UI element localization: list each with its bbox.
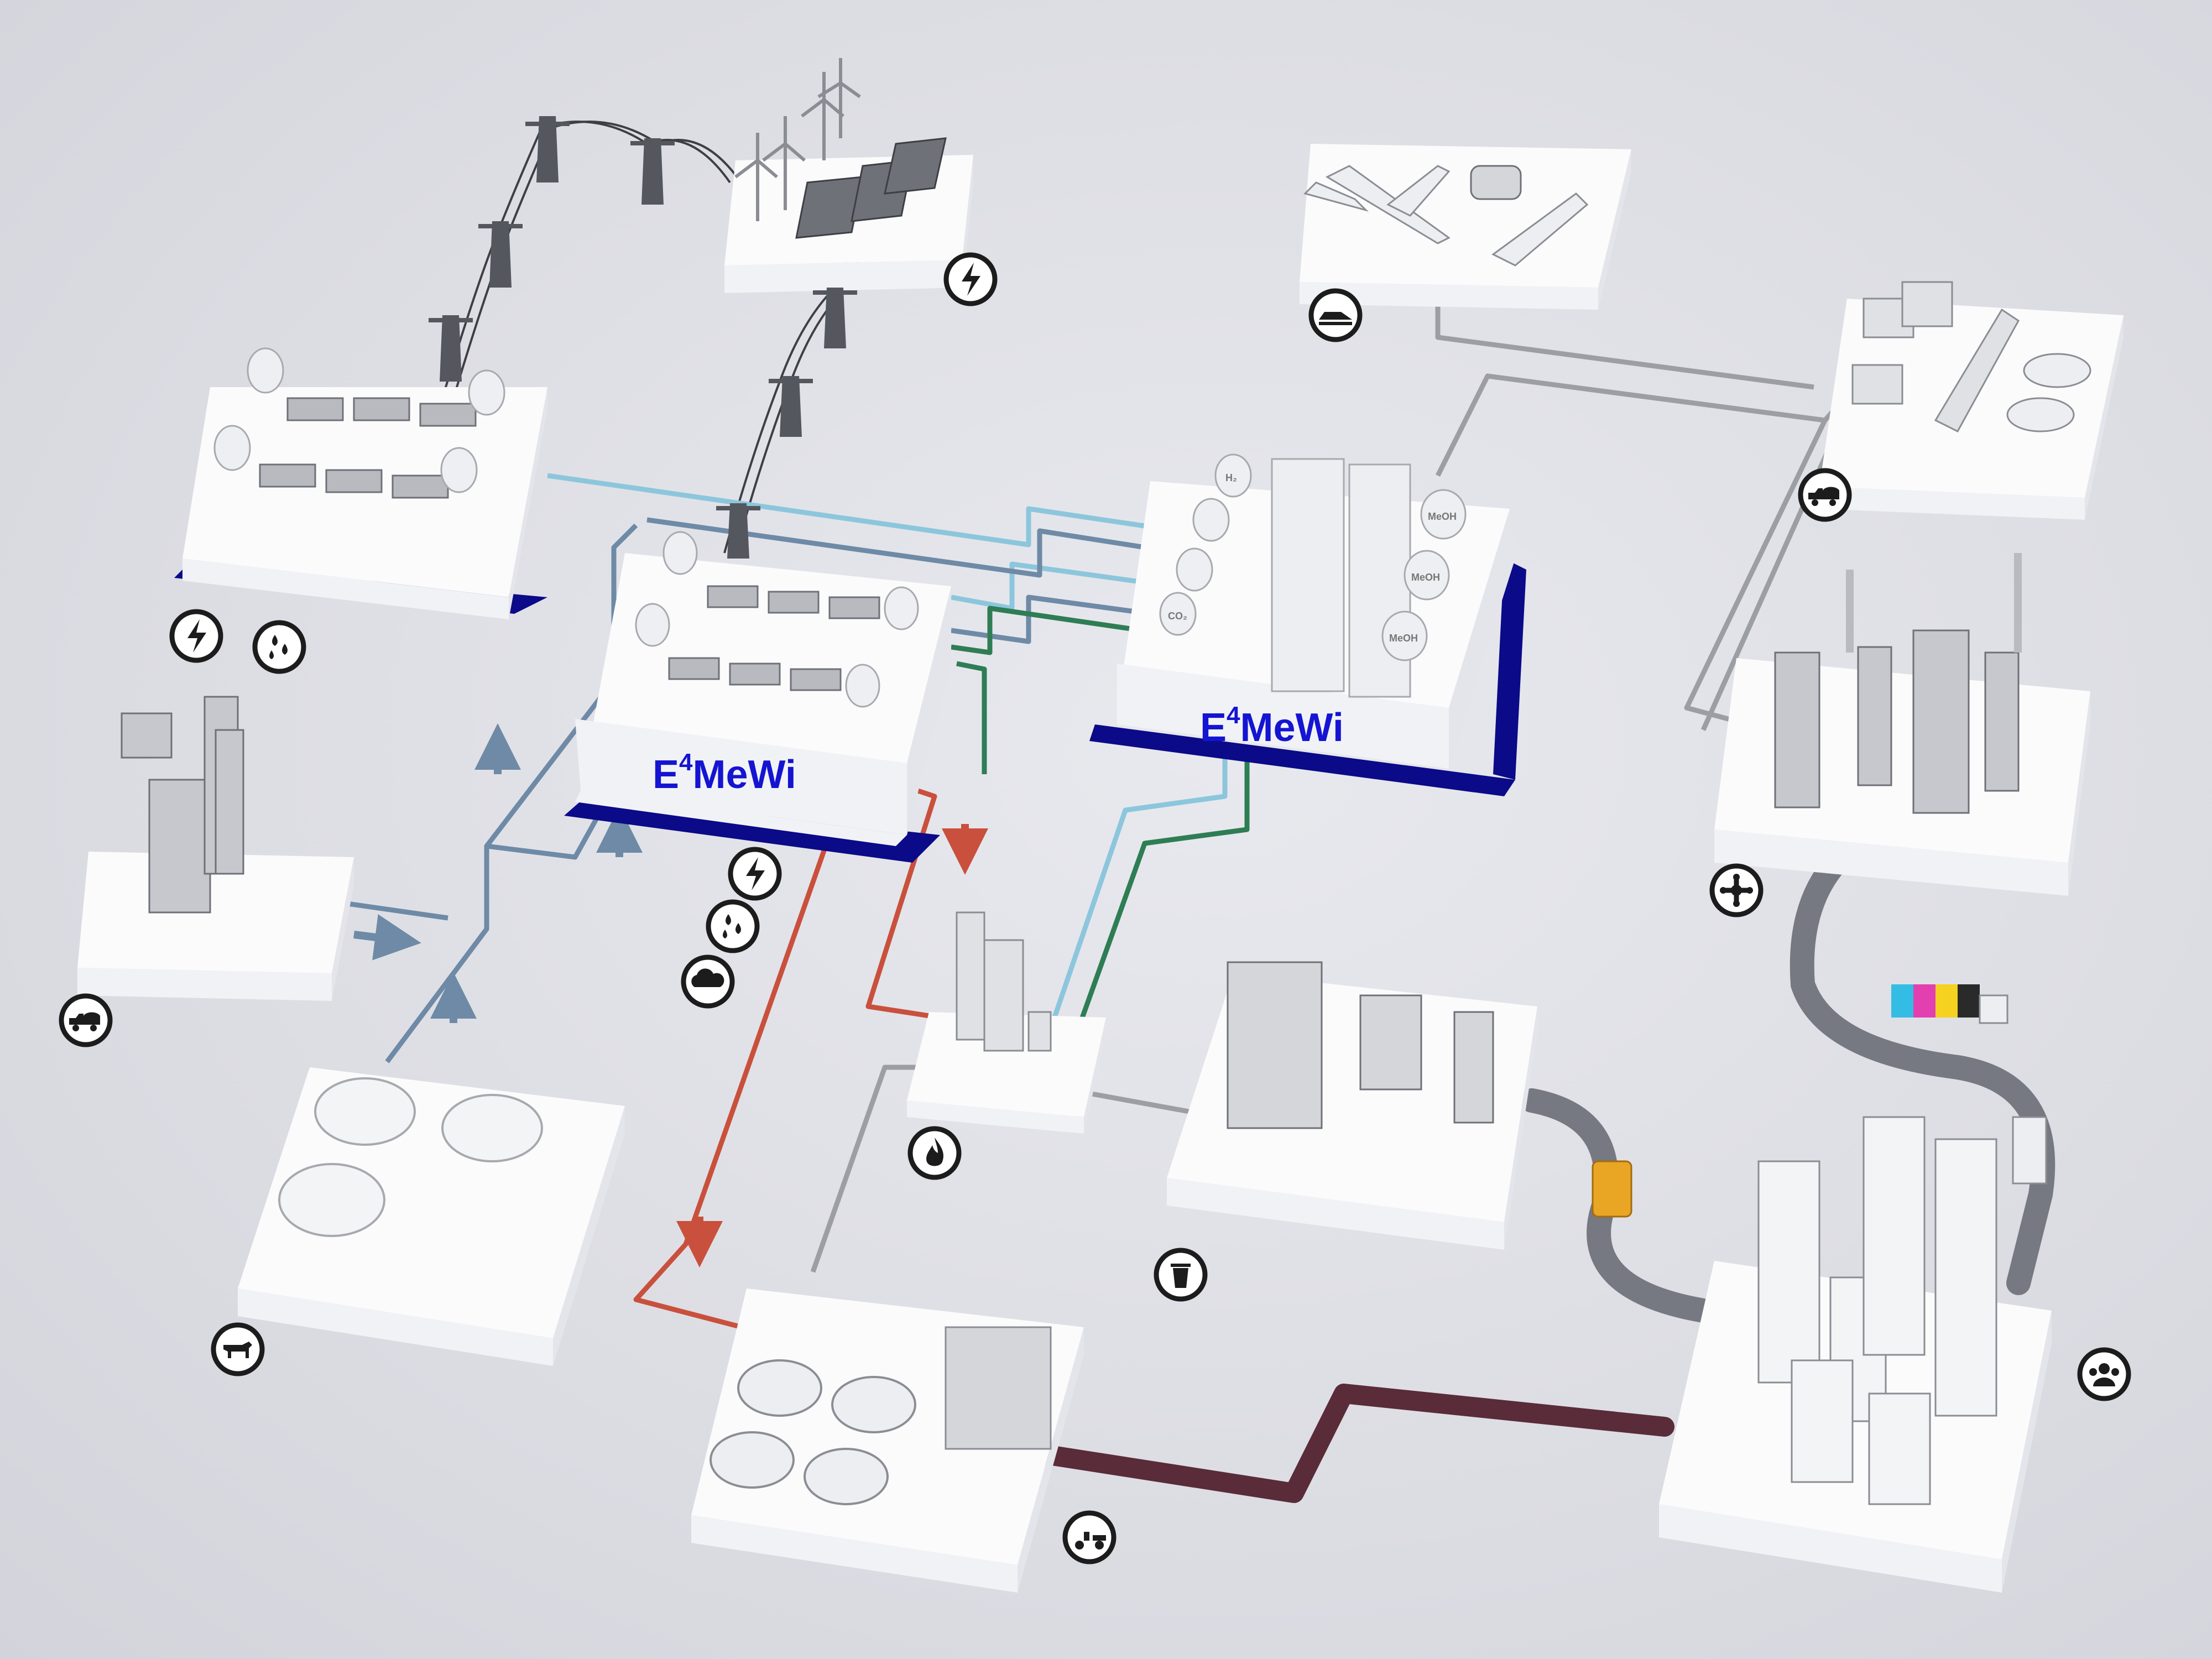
ship [1934, 308, 2020, 432]
tanks-center [635, 531, 919, 708]
waste-plant-buildings [1227, 961, 1494, 1129]
wind-turbines [734, 58, 861, 221]
power-pylons [429, 116, 857, 559]
city-platform [1659, 1116, 2052, 1593]
school-bus [1592, 1160, 1632, 1218]
heat-pipes [633, 782, 941, 1335]
hydrogen-pipes [547, 473, 1178, 611]
e4mewi-platform-center: E4MeWi [564, 531, 951, 863]
distillation-platform [907, 911, 1106, 1134]
electrolyser-stacks-center [668, 585, 880, 691]
distillation-towers [1774, 629, 2020, 814]
skyscrapers [1757, 1116, 1997, 1505]
delivery-truck [2012, 1116, 2047, 1185]
icon-power-left [169, 609, 223, 663]
clarifier-tanks [709, 1359, 916, 1505]
tanks-methanol [1159, 453, 1467, 661]
tankers [2006, 353, 2091, 432]
distillation-column [956, 911, 1052, 1052]
waste-plant-platform [1167, 961, 1537, 1250]
icon-power-renewables [943, 252, 998, 306]
h2-tanks-left [213, 347, 505, 493]
tank-label-meoh-2: MeOH [1411, 572, 1440, 583]
heat-arrows [676, 824, 988, 1267]
icon-power-center [728, 847, 782, 901]
icon-waste-bin [1154, 1248, 1208, 1302]
digester-domes [278, 1077, 543, 1237]
icon-people [2077, 1347, 2131, 1401]
icon-mobility-vehicle [1308, 288, 1363, 342]
reactor-modules [1271, 458, 1411, 698]
treatment-basins [945, 1326, 1052, 1450]
co2-arrows [353, 723, 643, 1023]
icon-heat-flame [907, 1126, 962, 1180]
biogas-platform [238, 1067, 625, 1366]
icon-chemical-network [1709, 863, 1764, 917]
plant-label-methanol: E4MeWi [1200, 702, 1344, 750]
tank-label-meoh-1: MeOH [1428, 511, 1457, 522]
tank-label-meoh-3: MeOH [1389, 633, 1418, 644]
renewables-platform [724, 58, 973, 293]
solar-panels [795, 137, 947, 239]
car [1470, 165, 1522, 200]
electrolyser-stacks [259, 397, 477, 499]
icon-water-center [706, 899, 760, 953]
methanol-pipes [951, 606, 1162, 774]
mobility-platform [1300, 144, 1631, 310]
icon-water-left [252, 620, 306, 674]
tank-label-co2: CO₂ [1168, 611, 1187, 622]
logistics-platform [1819, 281, 2124, 520]
icon-cow [211, 1322, 265, 1376]
icon-fuel-truck [1798, 468, 1852, 522]
chemical-plant-platform [1714, 553, 2090, 896]
vehicles [1592, 984, 2047, 1218]
methanol-to-distillation [1048, 755, 1250, 1030]
airplane [1303, 165, 1451, 244]
cement-plant-platform [77, 696, 354, 1001]
icon-manure-tractor [1062, 1510, 1117, 1564]
tanker-truck [1891, 984, 2008, 1024]
connections-layer [331, 121, 2056, 1503]
wastewater-platform [691, 1288, 1084, 1593]
plant-label-center: E4MeWi [653, 749, 796, 797]
sludge-pipe [1035, 1384, 1674, 1503]
e4mewi-platform-methanol: MeOH MeOH MeOH H₂ CO₂ E4MeWi [1089, 453, 1526, 796]
electrolyser-platform-left [174, 347, 547, 619]
containers [1851, 281, 1953, 405]
boat [1491, 192, 1589, 267]
co2-feed-pipes [331, 523, 638, 1063]
tank-label-h2: H₂ [1225, 472, 1237, 483]
chimneys [1846, 553, 2022, 653]
cement-silos [121, 696, 244, 914]
icon-cloud-center [681, 954, 735, 1009]
icon-concrete-truck [59, 993, 113, 1047]
